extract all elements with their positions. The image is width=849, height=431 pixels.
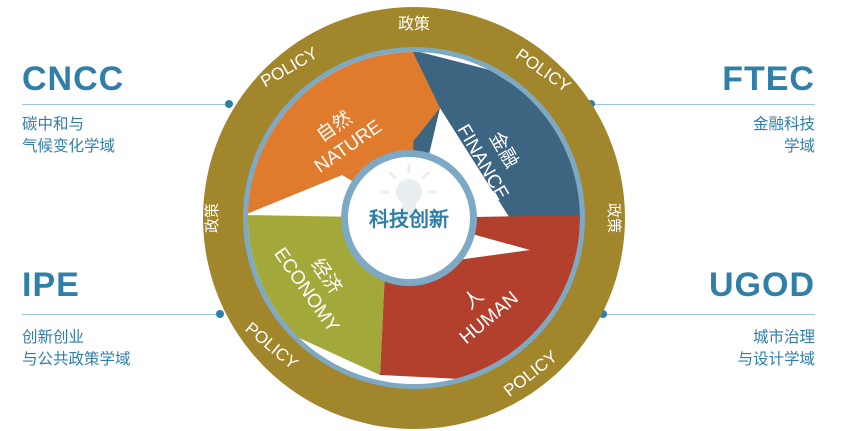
ipe-description: 创新创业 与公共政策学域 [22, 326, 131, 370]
ugod-desc-line1: 城市治理 [752, 328, 815, 346]
ipe-desc-line1: 创新创业 [22, 328, 85, 346]
cncc-connector-dot [225, 100, 233, 108]
segment-finance [412, 52, 580, 250]
ipe-title: IPE [22, 266, 80, 304]
ftec-description: 金融科技 学域 [753, 113, 815, 157]
cncc-desc-line1: 碳中和与 [22, 115, 85, 133]
ipe-connector-dot [216, 310, 224, 318]
segment-economy [248, 148, 414, 375]
ugod-desc-line2: 与设计学域 [737, 350, 815, 368]
ftec-title: FTEC [722, 60, 815, 98]
ugod-connector-line [604, 314, 815, 315]
cncc-connector-line [22, 104, 228, 105]
center-circle [348, 157, 470, 279]
center-label: 科技创新 [369, 207, 449, 231]
cncc-description: 碳中和与 气候变化学域 [22, 113, 115, 157]
ugod-title: UGOD [709, 266, 815, 304]
ftec-connector-line [592, 104, 815, 105]
lightbulb-icon [380, 163, 438, 216]
ftec-desc-line2: 学域 [783, 137, 815, 155]
policy-left-cn: 政策 [203, 203, 221, 233]
policy-top-cn: 政策 [398, 14, 430, 33]
cncc-title: CNCC [22, 60, 125, 98]
cncc-desc-line2: 气候变化学域 [22, 137, 116, 155]
ipe-desc-line2: 与公共政策学域 [22, 350, 131, 368]
ugod-description: 城市治理 与设计学域 [737, 326, 815, 370]
policy-right-cn: 政策 [605, 203, 623, 233]
ipe-connector-line [22, 314, 220, 315]
ugod-connector-dot [599, 310, 607, 318]
ftec-desc-line1: 金融科技 [752, 115, 815, 133]
